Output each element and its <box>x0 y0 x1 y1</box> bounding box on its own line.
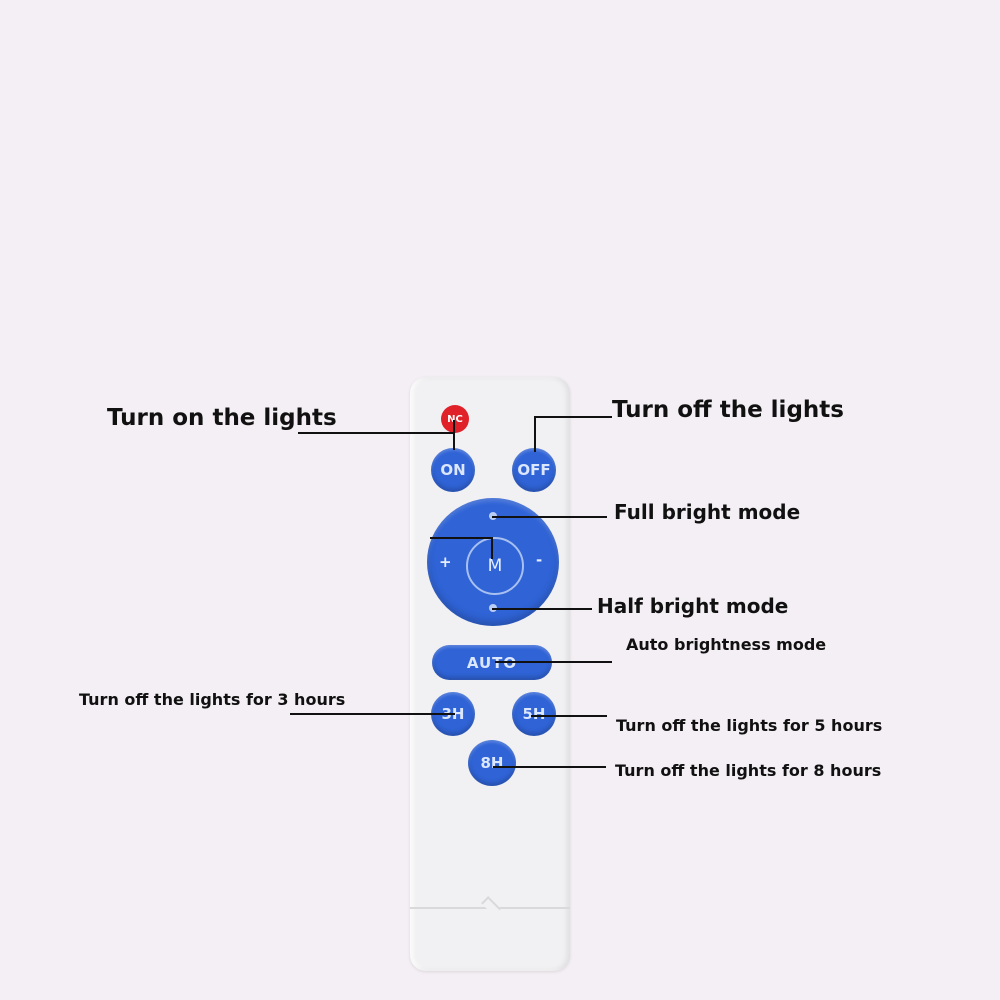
label-full-bright: Full bright mode <box>614 500 801 524</box>
mode-center-button[interactable]: M <box>466 537 524 595</box>
label-turn-on: Turn on the lights <box>107 405 337 431</box>
label-off-8h: Turn off the lights for 8 hours <box>615 761 882 780</box>
minus-button[interactable]: - <box>536 551 543 569</box>
leader-turn-off-drop <box>534 416 536 452</box>
plus-button[interactable]: + <box>439 553 452 571</box>
leader-full-bright <box>492 516 607 518</box>
leader-5h <box>531 715 607 717</box>
leader-turn-off <box>534 416 612 418</box>
timer-8h-button[interactable]: 8H <box>468 740 516 786</box>
label-auto-brightness: Auto brightness mode <box>626 635 827 654</box>
off-button[interactable]: OFF <box>512 448 556 492</box>
label-off-3h: Turn off the lights for 3 hours <box>79 690 346 709</box>
leader-3h <box>290 713 455 715</box>
leader-half-bright <box>492 608 592 610</box>
label-off-5h: Turn off the lights for 5 hours <box>616 716 883 735</box>
label-half-bright: Half bright mode <box>597 594 789 618</box>
leader-turn-on <box>298 432 455 434</box>
label-turn-off: Turn off the lights <box>612 397 844 423</box>
leader-dial-drop <box>491 537 493 559</box>
timer-5h-button[interactable]: 5H <box>512 692 556 736</box>
battery-cover-notch <box>481 896 501 916</box>
leader-auto <box>495 661 612 663</box>
on-button[interactable]: ON <box>431 448 475 492</box>
nc-indicator: NC <box>441 405 469 433</box>
leader-dial-top <box>430 537 492 539</box>
leader-8h <box>493 766 606 768</box>
leader-turn-on-drop <box>453 420 455 450</box>
